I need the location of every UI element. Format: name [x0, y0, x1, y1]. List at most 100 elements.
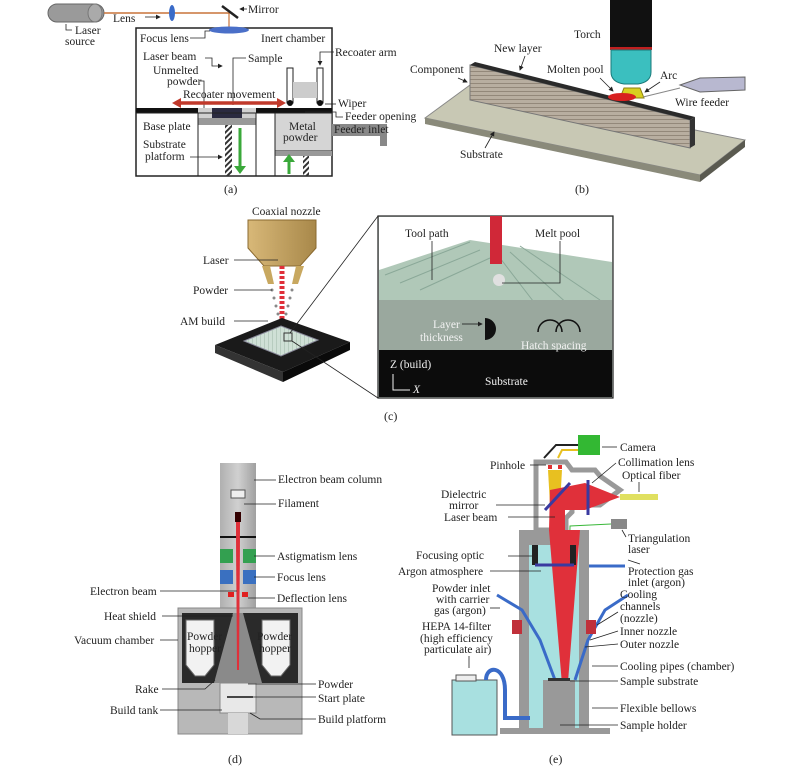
lens-icon: [169, 5, 175, 21]
label-hatch-spacing: Hatch spacing: [521, 340, 587, 352]
label-vacuum-chamber: Vacuum chamber: [74, 635, 154, 647]
label-laser-c: Laser: [203, 255, 229, 267]
torch-nozzle: [610, 49, 652, 85]
laser-source-end: [87, 3, 103, 23]
base-plate: [198, 118, 256, 125]
wire-feeder: [678, 76, 746, 93]
caption-d: (d): [228, 752, 242, 766]
filament-icon: [230, 489, 246, 499]
panel-a-slm: Lens Mirror Laser source Focus lens Iner…: [47, 3, 416, 196]
panel-d-ebm: Powder hopper Powder hopper Electron bea…: [74, 463, 386, 766]
camera-icon: [578, 435, 600, 455]
label-protection-1: Protection gas: [628, 566, 694, 578]
label-electron-beam: Electron beam: [90, 586, 157, 598]
label-metal-powder-2: powder: [283, 132, 318, 144]
hatch-spacing-marker: [537, 319, 581, 333]
powder-particles: [270, 288, 294, 316]
label-build-tank: Build tank: [110, 705, 158, 717]
label-unmelted-1: Unmelted: [153, 65, 199, 77]
label-powder-inlet-2: with carrier: [436, 594, 489, 606]
label-dielectric-1: Dielectric: [441, 489, 486, 501]
label-hopper-right-1: Powder: [257, 631, 292, 643]
deflection-lens-icon: [228, 592, 234, 597]
label-cooling-ch-2: channels: [620, 601, 661, 613]
panel-e-ded-chamber: Camera Pinhole Collimation lens Optical …: [398, 435, 735, 766]
label-substrate-1: Substrate: [143, 139, 186, 151]
label-hopper-left-2: hopper: [189, 643, 221, 655]
label-layer-2: thickness: [420, 332, 463, 344]
label-wiper: Wiper: [338, 98, 366, 110]
hepa-filter-box: [451, 679, 498, 736]
label-focus-lens-d: Focus lens: [277, 572, 326, 584]
label-optical-fiber: Optical fiber: [622, 470, 681, 482]
melt-pool-inset: Tool path Melt pool Layer thickness Hatc…: [377, 215, 614, 399]
cooling-channel-left: [512, 620, 522, 634]
label-focus-lens: Focus lens: [140, 33, 189, 45]
label-hepa-1: HEPA 14-filter: [422, 621, 491, 633]
label-rake: Rake: [135, 684, 159, 696]
optical-fiber: [620, 494, 658, 500]
powder-inlet-left: [496, 593, 557, 681]
molten-pool: [608, 93, 636, 101]
label-base-plate: Base plate: [143, 121, 191, 133]
label-substrate-c: Substrate: [485, 376, 528, 388]
exhaust-hose: [484, 667, 530, 720]
label-hopper-right-2: hopper: [259, 643, 291, 655]
caption-b: (b): [575, 182, 589, 196]
label-focusing-optic: Focusing optic: [416, 550, 484, 562]
label-triangulation-2: laser: [628, 544, 650, 556]
label-hopper-left-1: Powder: [187, 631, 222, 643]
panel-c-ded: Coaxial nozzle Laser Powder AM build Too…: [180, 206, 614, 423]
label-feeder-opening: Feeder opening: [345, 111, 416, 123]
label-feeder-inlet: Feeder inlet: [334, 124, 389, 136]
label-melt-pool: Melt pool: [535, 228, 580, 240]
label-hepa-3: particulate air): [424, 644, 492, 656]
laser-inset: [490, 216, 502, 264]
label-laser-source-2: source: [65, 36, 95, 48]
mirror-icon: [221, 5, 239, 19]
label-filament: Filament: [278, 498, 320, 510]
label-am-build: AM build: [180, 316, 225, 328]
label-substrate-2: platform: [145, 151, 185, 163]
label-cooling-ch-1: Cooling: [620, 589, 657, 601]
sample-holder: [543, 680, 575, 730]
label-flexible-bellows: Flexible bellows: [620, 703, 697, 715]
focus-lens-icon-d: [220, 570, 233, 584]
label-cooling-pipes: Cooling pipes (chamber): [620, 661, 735, 673]
label-triangulation-1: Triangulation: [628, 533, 690, 545]
label-inner-nozzle: Inner nozzle: [620, 626, 677, 638]
am-build-block: [242, 325, 320, 357]
powder-hopper-right: [261, 619, 291, 677]
label-laser-beam-e: Laser beam: [444, 512, 497, 524]
label-build-platform: Build platform: [318, 714, 386, 726]
label-pinhole: Pinhole: [490, 460, 525, 472]
label-dielectric-2: mirror: [449, 500, 479, 512]
label-eb-column: Electron beam column: [278, 474, 382, 486]
substrate-screw: [225, 125, 232, 176]
label-powder-inlet-3: gas (argon): [434, 605, 486, 617]
torch: [610, 0, 652, 50]
recoater-blade: [293, 82, 317, 98]
label-unmelted-2: powder: [167, 76, 202, 88]
label-laser-beam: Laser beam: [143, 51, 196, 63]
label-hepa-2: (high efficiency: [420, 633, 493, 645]
label-heat-shield: Heat shield: [104, 611, 156, 623]
label-astigmatism: Astigmatism lens: [277, 551, 358, 563]
label-layer-1: Layer: [433, 319, 460, 331]
label-sample-substrate: Sample substrate: [620, 676, 698, 688]
powder-bed: [219, 682, 257, 714]
powder-hopper-left: [185, 619, 215, 677]
label-wire-feeder: Wire feeder: [675, 97, 729, 109]
label-lens: Lens: [113, 13, 136, 25]
label-collimation: Collimation lens: [618, 457, 695, 469]
label-mirror: Mirror: [248, 4, 279, 16]
caption-a: (a): [224, 182, 237, 196]
label-recoater-arm: Recoater arm: [335, 47, 397, 59]
new-layer: [470, 62, 695, 120]
label-powder-c: Powder: [193, 285, 228, 297]
feeder-inlet: [332, 124, 387, 136]
label-coaxial-nozzle: Coaxial nozzle: [252, 206, 321, 218]
build-platform: [228, 713, 248, 734]
astigmatism-lens-icon: [220, 549, 233, 563]
